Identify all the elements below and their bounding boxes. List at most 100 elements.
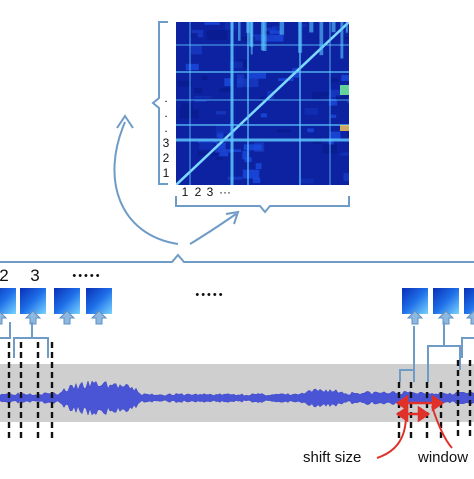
matrix-cell <box>227 176 243 180</box>
matrix-cell <box>264 27 277 32</box>
matrix-streak <box>279 22 285 35</box>
matrix-streak <box>298 22 303 53</box>
feature-tile <box>54 288 80 314</box>
matrix-cell <box>298 24 307 28</box>
similarity-matrix-heatmap <box>176 22 349 185</box>
frame-label: 3 <box>30 266 39 285</box>
up-arrow-icon <box>465 310 474 325</box>
bracket-connector <box>13 322 33 358</box>
up-arrow-icon <box>24 310 42 325</box>
matrix-cell <box>271 25 282 31</box>
up-arrow-icon <box>406 310 424 325</box>
curved-arrow-left <box>113 121 179 245</box>
matrix-cell <box>243 144 262 151</box>
matrix-cell <box>242 169 260 179</box>
matrix-cell <box>347 96 349 104</box>
matrix-streak <box>246 22 250 33</box>
bracket-connector <box>461 337 474 358</box>
matrix-cell <box>216 111 227 115</box>
bracket-connector <box>427 322 445 382</box>
feature-tile <box>402 288 428 314</box>
matrix-cell <box>210 108 221 111</box>
matrix-cell <box>181 103 193 110</box>
matrix-cell <box>307 128 314 133</box>
matrix-cell <box>341 74 349 81</box>
matrix-cell <box>190 33 198 38</box>
matrix-x-label: 2 <box>195 185 202 199</box>
matrix-x-label: 3 <box>207 185 214 199</box>
shift-pointer-curve <box>376 417 407 459</box>
matrix-y-label: . <box>164 91 167 105</box>
matrix-cell <box>339 36 349 40</box>
matrix-cell <box>206 30 228 40</box>
matrix-cell <box>216 142 226 152</box>
up-arrow-icon <box>437 310 455 325</box>
matrix-x-label: ··· <box>219 185 231 199</box>
feature-tile <box>20 288 46 314</box>
matrix-cell <box>194 87 203 94</box>
arrow-head <box>395 394 409 412</box>
matrix-streak <box>319 22 324 56</box>
matrix-cell <box>347 129 349 137</box>
matrix-y-label: . <box>164 106 167 120</box>
bracket-connector <box>399 358 415 382</box>
matrix-cell <box>334 110 349 118</box>
matrix-streak <box>250 22 254 48</box>
audio-waveform <box>0 380 474 416</box>
arrow-head <box>417 405 431 423</box>
matrix-cell <box>179 109 199 119</box>
matrix-y-label: . <box>164 121 167 135</box>
matrix-cell <box>199 140 214 150</box>
matrix-cell <box>215 157 223 160</box>
middle-ellipsis: ••••• <box>195 289 224 301</box>
matrix-cell <box>304 43 314 52</box>
red-dimension-arrows <box>395 394 445 423</box>
matrix-cell <box>191 71 204 80</box>
curved-arrow-right <box>189 213 237 245</box>
matrix-cell <box>244 133 262 138</box>
matrix-streak <box>309 22 314 33</box>
matrix-cell <box>343 173 349 182</box>
up-arrow-icon <box>90 310 108 325</box>
matrix-cell <box>272 114 279 120</box>
matrix-column-brace <box>175 196 350 214</box>
matrix-cell <box>252 177 261 184</box>
matrix-cell <box>219 87 233 93</box>
matrix-cell <box>328 139 334 145</box>
matrix-cell <box>279 93 291 100</box>
matrix-cell <box>330 131 341 140</box>
matrix-cell <box>278 78 294 81</box>
matrix-cell <box>260 113 267 118</box>
matrix-cell <box>262 169 279 176</box>
matrix-cell <box>335 95 349 101</box>
matrix-hotspot <box>340 85 349 95</box>
window-pointer-curve <box>431 405 453 449</box>
up-arrow-icon <box>58 310 76 325</box>
matrix-streak <box>340 22 344 59</box>
matrix-y-label: 1 <box>163 166 170 180</box>
matrix-cell <box>330 114 337 118</box>
matrix-cell <box>255 163 262 170</box>
matrix-cell <box>312 91 329 101</box>
shift-size-label: shift size <box>303 449 361 466</box>
matrix-cell <box>204 22 220 25</box>
bracket-connector <box>32 337 49 358</box>
up-arrow-icon <box>0 311 8 325</box>
feature-tile <box>464 288 474 314</box>
matrix-cell <box>216 131 224 139</box>
matrix-streak <box>260 22 265 51</box>
feature-tile <box>433 288 459 314</box>
matrix-cell <box>242 150 250 160</box>
up-arrows <box>0 310 474 325</box>
arrow-head <box>431 394 445 412</box>
matrix-row-brace <box>151 21 168 185</box>
matrix-cell <box>327 49 332 58</box>
frame-label-dots: ••••• <box>72 270 101 282</box>
matrix-streak <box>345 22 348 33</box>
matrix-hotspot <box>340 125 349 131</box>
matrix-cell <box>286 65 298 69</box>
frame-label: 2 <box>0 266 9 285</box>
matrix-cell <box>201 75 208 81</box>
matrix-cell <box>197 151 218 156</box>
